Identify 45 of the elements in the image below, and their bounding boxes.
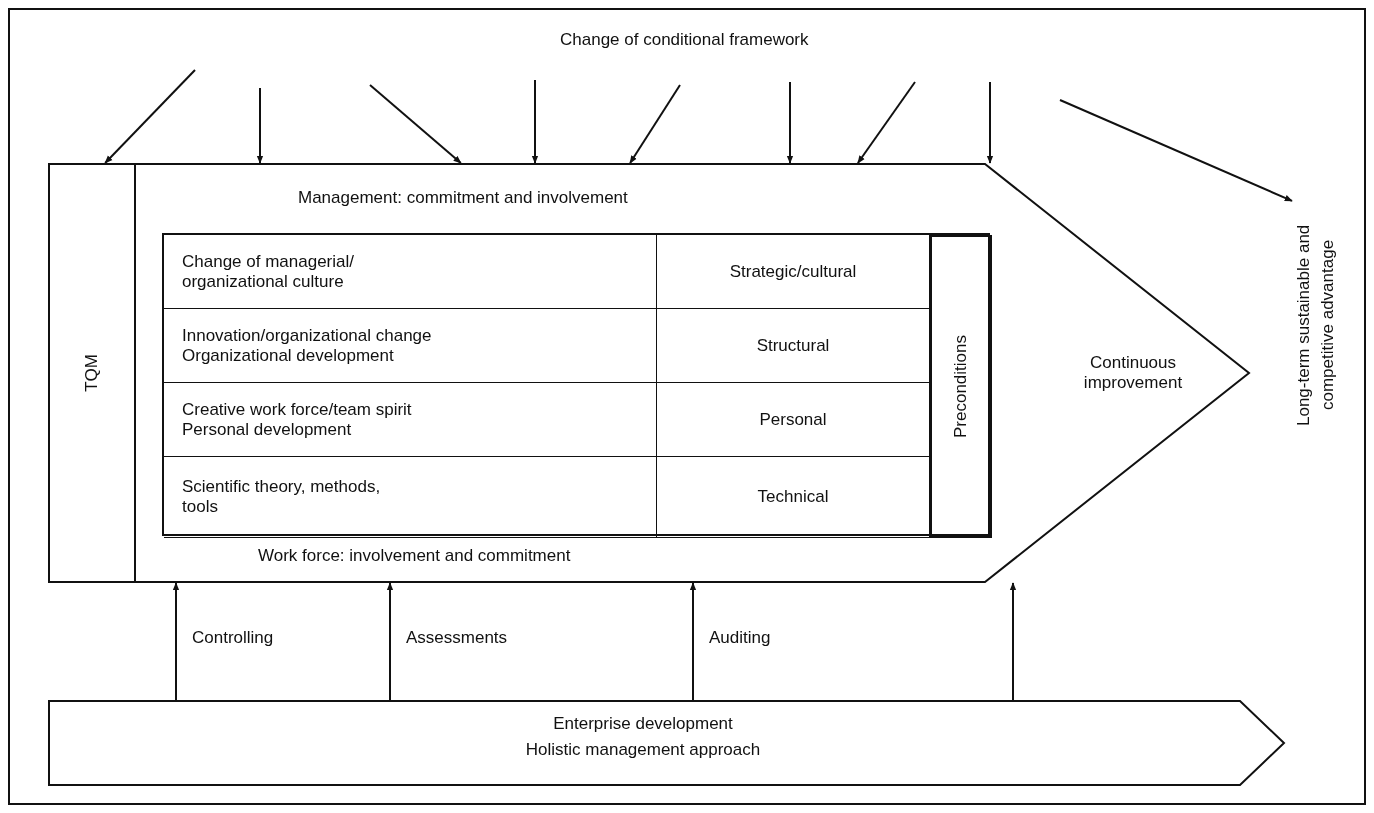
cell-text: Scientific theory, methods, tools [182, 477, 382, 517]
cell-text: Creative work force/team spirit [182, 399, 413, 420]
title-text: Change of conditional framework [560, 30, 809, 50]
cell-text: Technical [756, 487, 830, 507]
cell-text: Strategic/cultural [728, 261, 858, 282]
band-text: TQM [82, 354, 102, 392]
cell-text: Personal development [182, 419, 353, 440]
arrow [369, 84, 462, 164]
table-cell [657, 383, 930, 457]
band-text: Preconditions [951, 335, 971, 438]
cell-text: Change of managerial/ organizational culture [182, 251, 355, 292]
arrow [104, 69, 196, 164]
table-cell [657, 457, 930, 538]
table-cell [164, 457, 657, 538]
label-text: Holistic management approach [524, 740, 762, 760]
arrow [531, 79, 539, 164]
arrow [689, 582, 697, 701]
arrow [629, 84, 681, 164]
label-text: Enterprise development [552, 714, 734, 734]
cell-text: Organizational development [182, 345, 395, 366]
table-cell [164, 235, 657, 309]
table-cell [164, 309, 657, 383]
label-text: Work force: involvement and commitment [258, 546, 572, 566]
label-text: Management: commitment and involvement [298, 188, 629, 208]
cell-text: Innovation/organizational change [182, 325, 433, 346]
arrow [786, 81, 794, 164]
table-cell [657, 309, 930, 383]
side-text: Long-term sustainable and competitive advantage [1292, 200, 1352, 450]
edge-label: Auditing [709, 628, 771, 648]
arrow [1009, 582, 1017, 701]
arrow [1059, 99, 1293, 202]
label-text: Continuous improvement [1082, 353, 1184, 393]
arrow [256, 87, 264, 164]
table-cell [657, 235, 930, 309]
cell-text: Structural [755, 335, 831, 356]
arrow [172, 582, 180, 701]
table-frame [162, 233, 990, 536]
edge-label: Controlling [192, 628, 274, 648]
cell-text: Personal [758, 409, 828, 430]
arrow [856, 81, 916, 164]
arrow-band [48, 700, 1285, 786]
table-cell [164, 383, 657, 457]
vertical-band [930, 235, 992, 538]
arrow [386, 582, 394, 701]
arrow [986, 81, 994, 164]
